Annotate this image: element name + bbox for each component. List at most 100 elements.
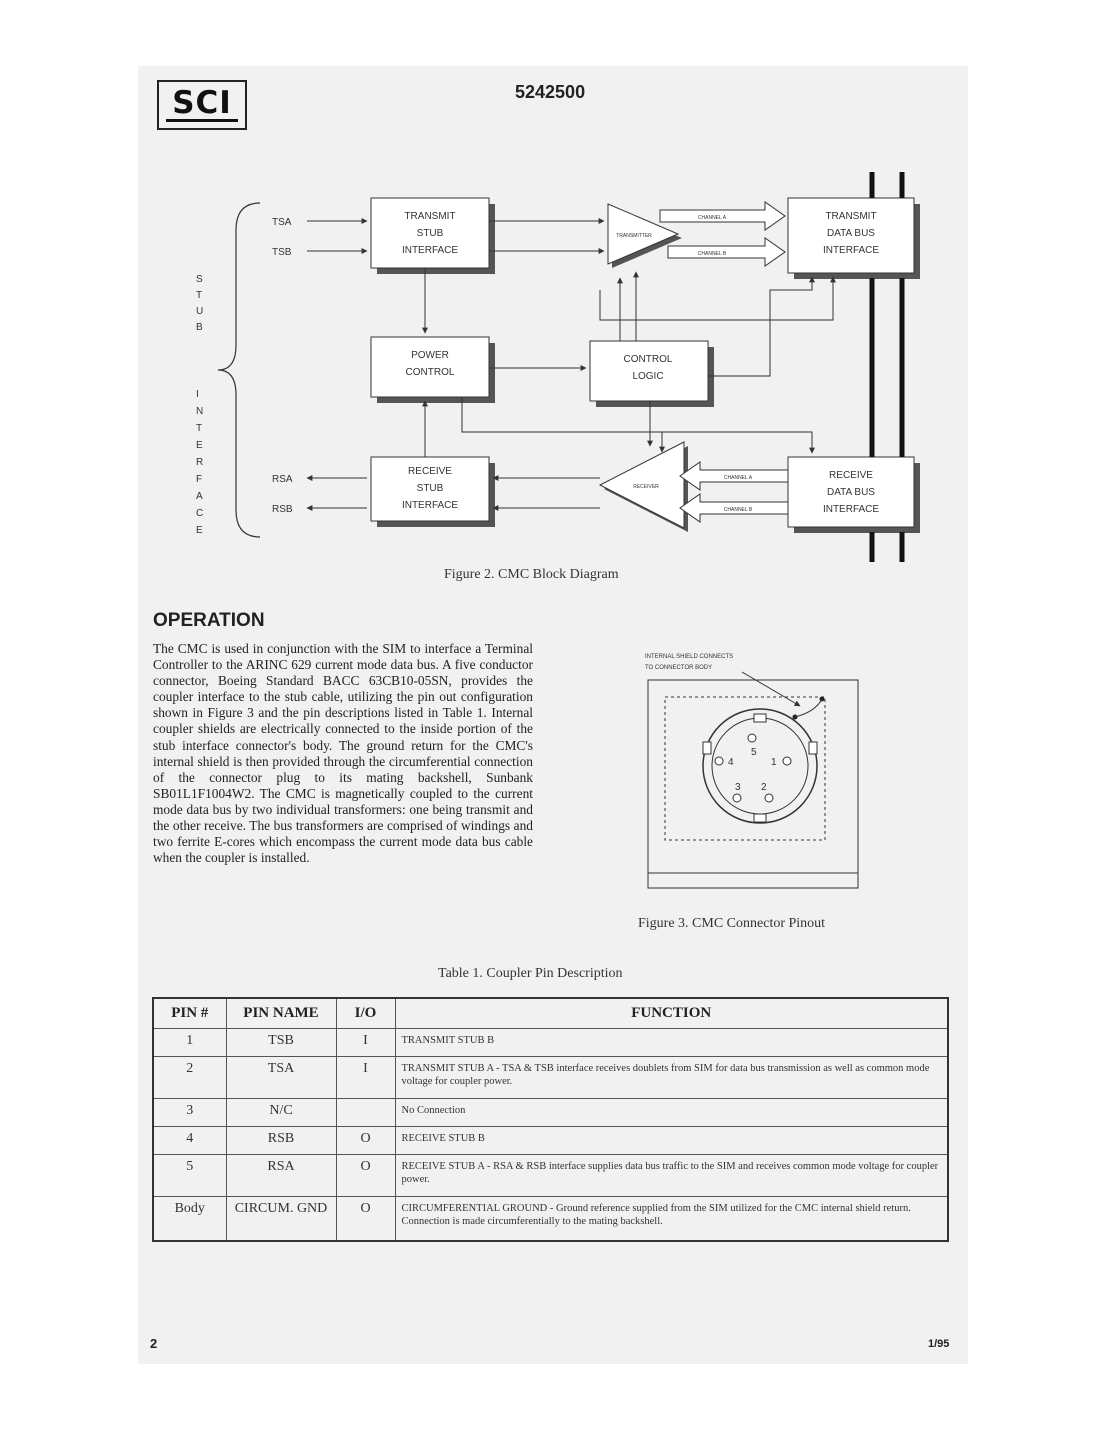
cell-name: N/C (225, 1098, 337, 1127)
internal-connections (422, 268, 836, 457)
control-logic-l1: CONTROL (624, 354, 673, 365)
logo-text: SCI (172, 84, 232, 121)
cell-pin: 1 (152, 1028, 227, 1057)
cell-io (335, 1098, 396, 1127)
vlabel-5: N (196, 406, 203, 417)
figure3-caption: Figure 3. CMC Connector Pinout (638, 916, 826, 931)
transmit-bus-block: TRANSMIT DATA BUS INTERFACE (787, 197, 920, 279)
table-header-row: PIN # PIN NAME I/O FUNCTION (152, 997, 949, 1029)
sci-logo: SCI (157, 80, 247, 130)
tsa-label: TSA (272, 217, 292, 228)
vlabel-7: E (196, 440, 203, 451)
control-logic-block: CONTROL LOGIC (589, 340, 714, 407)
cell-function: RECEIVE STUB B (394, 1126, 949, 1155)
cell-io: O (335, 1196, 396, 1241)
power-control-l1: POWER (411, 350, 449, 361)
stub-interface-brace (217, 202, 261, 538)
cmc-block-diagram: S T U B I N T E R F A C E TSA TSB RSA RS… (196, 172, 920, 562)
cell-pin: Body (152, 1196, 227, 1241)
cell-pin: 5 (152, 1154, 227, 1197)
cell-name: RSA (225, 1154, 337, 1197)
vlabel-8: R (196, 457, 203, 468)
receive-bus-block: RECEIVE DATA BUS INTERFACE (787, 456, 920, 533)
table-row: Body CIRCUM. GND O CIRCUMFERENTIAL GROUN… (152, 1196, 949, 1241)
power-control-l2: CONTROL (406, 367, 455, 378)
data-bus-cables (869, 172, 905, 562)
receive-bus-l3: INTERFACE (823, 504, 879, 515)
figure2-caption: Figure 2. CMC Block Diagram (444, 567, 619, 582)
rx-channel-arrows (679, 461, 789, 523)
col-function-header: FUNCTION (394, 997, 949, 1029)
table1-caption: Table 1. Coupler Pin Description (438, 966, 623, 981)
vlabel-9: F (196, 474, 202, 485)
table-row: 5 RSA O RECEIVE STUB A - RSA & RSB inter… (152, 1154, 949, 1197)
vlabel-1: T (196, 290, 202, 301)
table-row: 1 TSB I TRANSMIT STUB B (152, 1028, 949, 1057)
transmitter-triangle: TRANSMITTER (607, 203, 682, 268)
vlabel-0: S (196, 274, 203, 285)
vlabel-11: C (196, 508, 203, 519)
revision-date: 1/95 (928, 1338, 950, 1350)
cell-io: O (335, 1154, 396, 1197)
cell-name: RSB (225, 1126, 337, 1155)
receive-bus-l2: DATA BUS (827, 487, 875, 498)
vlabel-12: E (196, 525, 203, 536)
transmit-bus-l3: INTERFACE (823, 245, 879, 256)
transmitter-label: TRANSMITTER (616, 233, 652, 239)
cell-function: RECEIVE STUB A - RSA & RSB interface sup… (394, 1154, 949, 1197)
transmit-stub-l2: STUB (417, 228, 444, 239)
table-row: 4 RSB O RECEIVE STUB B (152, 1126, 949, 1155)
cell-function: No Connection (394, 1098, 949, 1127)
cell-pin: 2 (152, 1056, 227, 1099)
receiver-triangle: RECEIVER (598, 441, 688, 532)
tsb-label: TSB (272, 247, 292, 258)
cell-io: O (335, 1126, 396, 1155)
tx-channel-a-label: CHANNEL A (698, 215, 727, 221)
vlabel-3: B (196, 322, 203, 333)
vlabel-4: I (196, 389, 199, 400)
table-row: 2 TSA I TRANSMIT STUB A - TSA & TSB inte… (152, 1056, 949, 1099)
receive-bus-l1: RECEIVE (829, 470, 873, 481)
cell-name: TSA (225, 1056, 337, 1099)
vlabel-6: T (196, 423, 202, 434)
vlabel-2: U (196, 306, 203, 317)
col-io-header: I/O (335, 997, 396, 1029)
vlabel-10: A (196, 491, 203, 502)
receive-stub-l2: STUB (417, 483, 444, 494)
rx-channel-a-label: CHANNEL A (724, 475, 753, 481)
page-number: 2 (150, 1336, 158, 1351)
cell-name: CIRCUM. GND (225, 1196, 337, 1241)
power-control-block: POWER CONTROL (370, 336, 495, 403)
receiver-label: RECEIVER (633, 484, 659, 490)
logo-underline (166, 118, 238, 122)
receive-stub-l1: RECEIVE (408, 466, 452, 477)
transmit-stub-l1: TRANSMIT (404, 211, 455, 222)
transmit-bus-l2: DATA BUS (827, 228, 875, 239)
cell-function: TRANSMIT STUB B (394, 1028, 949, 1057)
cell-io: I (335, 1028, 396, 1057)
cell-function: CIRCUMFERENTIAL GROUND - Ground referenc… (394, 1196, 949, 1241)
operation-paragraph: The CMC is used in conjunction with the … (153, 641, 533, 866)
col-name-header: PIN NAME (225, 997, 337, 1029)
rsb-label: RSB (272, 504, 293, 515)
transmit-stub-l3: INTERFACE (402, 245, 458, 256)
receive-stub-block: RECEIVE STUB INTERFACE (370, 456, 495, 527)
pin-description-table: PIN # PIN NAME I/O FUNCTION 1 TSB I TRAN… (152, 997, 949, 1242)
receive-stub-l3: INTERFACE (402, 500, 458, 511)
cell-io: I (335, 1056, 396, 1099)
col-pin-header: PIN # (152, 997, 227, 1029)
operation-heading: OPERATION (153, 610, 265, 631)
rx-channel-b-label: CHANNEL B (724, 507, 753, 513)
tx-channel-arrows (659, 201, 786, 267)
cell-pin: 4 (152, 1126, 227, 1155)
transmit-bus-l1: TRANSMIT (825, 211, 876, 222)
cell-pin: 3 (152, 1098, 227, 1127)
document-number: 5242500 (515, 82, 586, 102)
rsa-label: RSA (272, 474, 293, 485)
control-logic-l2: LOGIC (632, 371, 663, 382)
tx-channel-b-label: CHANNEL B (698, 251, 727, 257)
cell-name: TSB (225, 1028, 337, 1057)
transmit-stub-block: TRANSMIT STUB INTERFACE (370, 197, 495, 274)
cell-function: TRANSMIT STUB A - TSA & TSB interface re… (394, 1056, 949, 1099)
table-row: 3 N/C No Connection (152, 1098, 949, 1127)
